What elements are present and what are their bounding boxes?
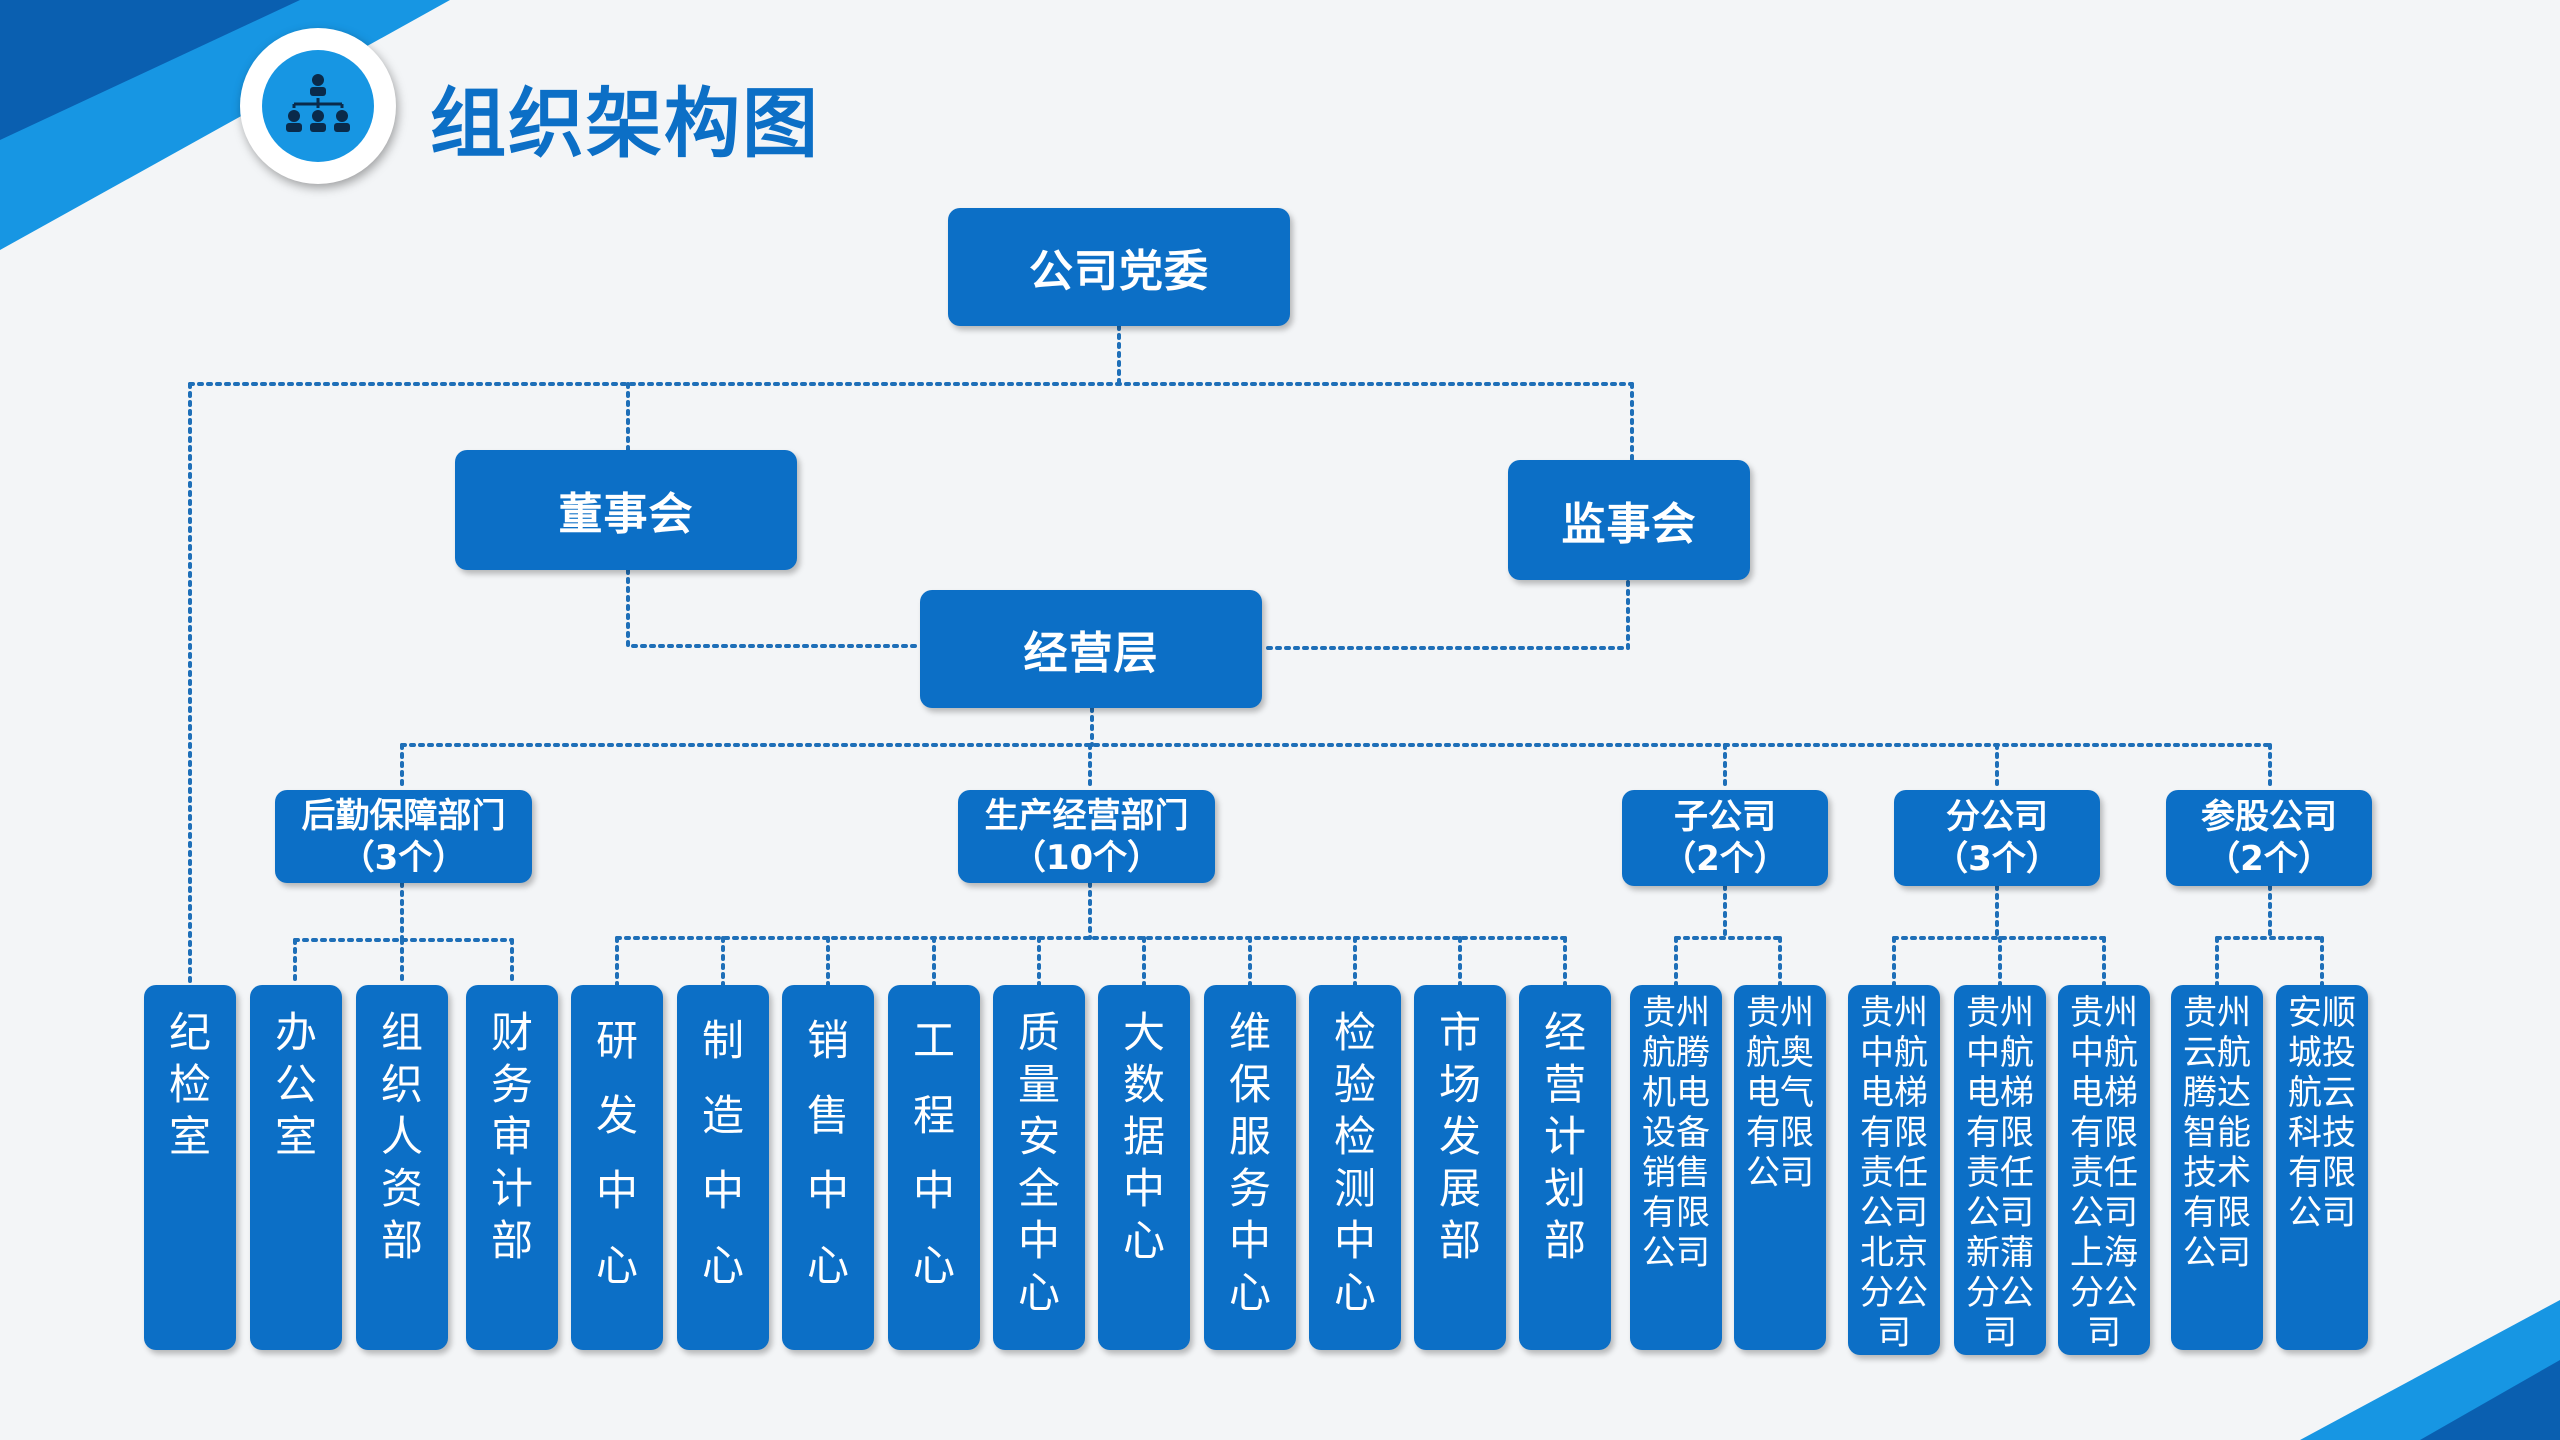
board-of-supervisors-node: 监事会 — [1508, 460, 1750, 580]
group-branches-node: 分公司 （3个） — [1894, 790, 2100, 886]
unit-label: 制造中心 — [701, 1016, 744, 1290]
unit-label: 质量安全中心 — [1017, 1008, 1060, 1317]
unit-label: 贵州中航电梯有限责任公司上海分公司 — [2069, 993, 2138, 1353]
group-label: 后勤保障部门 — [301, 795, 506, 836]
group-count: （2个） — [2206, 839, 2332, 879]
unit-manufacturing-center: 制造中心 — [677, 985, 769, 1350]
unit-label: 维保服务中心 — [1228, 1008, 1271, 1317]
unit-label: 销售中心 — [806, 1016, 849, 1290]
group-count: （3个） — [340, 837, 467, 878]
connector-lines — [188, 324, 2324, 987]
unit-label: 经营计划部 — [1543, 1008, 1586, 1265]
group-logistics-node: 后勤保障部门 （3个） — [275, 790, 532, 883]
unit-label: 检验检测中心 — [1333, 1008, 1376, 1317]
unit-label: 贵州航腾机电设备销售有限公司 — [1641, 993, 1710, 1273]
unit-label: 贵州中航电梯有限责任公司北京分公司 — [1859, 993, 1928, 1353]
unit-xinpu-branch: 贵州中航电梯有限责任公司新蒲分公司 — [1954, 985, 2046, 1355]
group-count: （10个） — [1011, 837, 1162, 878]
group-production-node: 生产经营部门 （10个） — [958, 790, 1215, 883]
unit-anshun-hangyun-company: 安顺城投航云科技有限公司 — [2276, 985, 2368, 1350]
unit-sales-center: 销售中心 — [782, 985, 874, 1350]
unit-rd-center: 研发中心 — [571, 985, 663, 1350]
unit-label: 贵州云航腾达智能技术有限公司 — [2182, 993, 2251, 1273]
unit-hangao-electric-company: 贵州航奥电气有限公司 — [1734, 985, 1826, 1350]
top-left-decoration-dark — [0, 0, 300, 140]
page-title: 组织架构图 — [430, 79, 820, 168]
group-affiliates-node: 参股公司 （2个） — [2166, 790, 2372, 886]
group-count: （2个） — [1662, 839, 1788, 879]
unit-discipline-office: 纪检室 — [144, 985, 236, 1350]
unit-label: 研发中心 — [595, 1016, 638, 1290]
bottom-right-decoration-dark — [2420, 1360, 2560, 1440]
unit-big-data-center: 大数据中心 — [1098, 985, 1190, 1350]
unit-label: 贵州航奥电气有限公司 — [1745, 993, 1814, 1193]
unit-maintenance-service-center: 维保服务中心 — [1204, 985, 1296, 1350]
group-label: 参股公司 — [2201, 797, 2337, 837]
group-count: （3个） — [1934, 839, 2060, 879]
unit-label: 组织人资部 — [380, 1008, 423, 1265]
unit-inspection-testing-center: 检验检测中心 — [1309, 985, 1401, 1350]
header-logo-badge — [240, 28, 396, 184]
unit-label: 市场发展部 — [1438, 1008, 1481, 1265]
unit-label: 大数据中心 — [1122, 1008, 1165, 1265]
group-label: 生产经营部门 — [984, 795, 1189, 836]
party-committee-node: 公司党委 — [948, 208, 1290, 326]
unit-label: 办公室 — [274, 1008, 317, 1161]
unit-finance-audit: 财务审计部 — [466, 985, 558, 1350]
unit-label: 财务审计部 — [490, 1008, 533, 1265]
unit-shanghai-branch: 贵州中航电梯有限责任公司上海分公司 — [2058, 985, 2150, 1355]
unit-hangteng-sales-company: 贵州航腾机电设备销售有限公司 — [1630, 985, 1722, 1350]
unit-market-development: 市场发展部 — [1414, 985, 1506, 1350]
unit-business-planning: 经营计划部 — [1519, 985, 1611, 1350]
unit-general-office: 办公室 — [250, 985, 342, 1350]
unit-quality-safety-center: 质量安全中心 — [993, 985, 1085, 1350]
unit-label: 贵州中航电梯有限责任公司新蒲分公司 — [1965, 993, 2034, 1353]
unit-yunhang-tengda-company: 贵州云航腾达智能技术有限公司 — [2171, 985, 2263, 1350]
unit-label: 纪检室 — [168, 1008, 211, 1161]
unit-label: 安顺城投航云科技有限公司 — [2287, 993, 2356, 1233]
group-label: 子公司 — [1674, 797, 1776, 837]
group-label: 分公司 — [1946, 797, 2048, 837]
unit-hr-department: 组织人资部 — [356, 985, 448, 1350]
group-subsidiaries-node: 子公司 （2个） — [1622, 790, 1828, 886]
board-of-directors-node: 董事会 — [455, 450, 797, 570]
unit-engineering-center: 工程中心 — [888, 985, 980, 1350]
unit-label: 工程中心 — [912, 1016, 955, 1290]
org-chart-icon — [262, 50, 374, 162]
management-node: 经营层 — [920, 590, 1262, 708]
unit-beijing-branch: 贵州中航电梯有限责任公司北京分公司 — [1848, 985, 1940, 1355]
